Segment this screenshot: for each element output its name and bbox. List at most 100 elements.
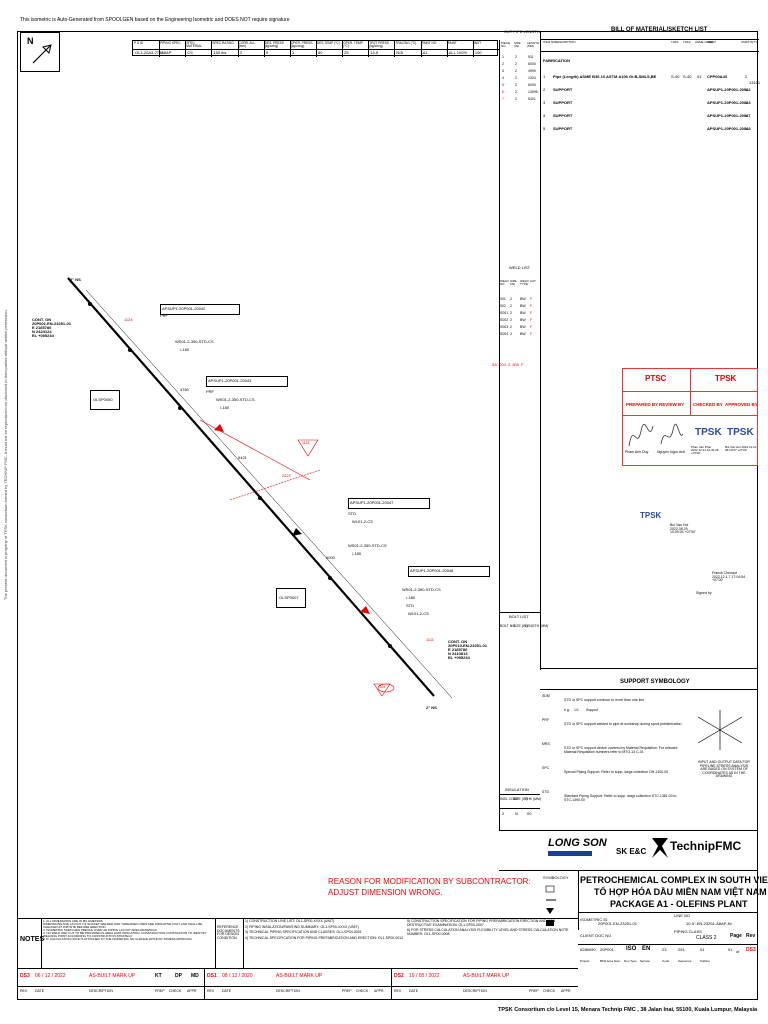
cut-pipe-cell: 3: [502, 69, 504, 73]
ws2: WS01-2-350-STD-CS: [216, 397, 255, 402]
line-table-value: 3: [239, 50, 242, 55]
footer-address: TPSK Consortium c/o Level 15, Menara Tec…: [498, 1007, 758, 1013]
notes-title: NOTES: [20, 936, 45, 943]
bolt-list: BOLT LIST BOLT NO SIZE (IN) LENGTH (MM): [499, 612, 548, 663]
checked-label: CHECKED BY: [693, 402, 723, 407]
bom-qty: 1: [745, 87, 748, 92]
line-no-value: 10-5"-EN-23251-A8AP-NI: [686, 921, 732, 926]
client-doc-label: CLIENT DOC NO: [580, 933, 612, 938]
modification-line2: ADJUST DIMENSION WRONG.: [328, 888, 443, 897]
rev-header: PREP: [155, 989, 165, 993]
bom-ident: APSUP1-20P001-20047: [707, 113, 751, 118]
note-left: DIMENSIONS AND LAYOUT OF SOCKET WELDED A…: [43, 922, 203, 929]
longson-logo-bar: [548, 851, 592, 856]
line-table-value: 9: [265, 50, 268, 55]
sym-text: Standard Piping Support. Refer to supp. …: [564, 794, 677, 802]
doc-no: 0286090: [580, 947, 596, 952]
line-table-header: PIPING SPEC: [160, 41, 181, 45]
weld-cell: BW: [520, 318, 526, 322]
sup1-label: OLSP0050: [93, 397, 113, 402]
rev-header: DATE: [222, 989, 232, 993]
weld-cell: F: [530, 311, 533, 315]
tag4: APSUP1-20P001-20048: [408, 566, 490, 577]
rev-header: DESCRIPTION: [463, 989, 487, 993]
weld-cell: 2: [510, 311, 512, 315]
line-table-value: 100: [474, 50, 482, 55]
rev-sep: [17, 986, 578, 987]
cut-pipe-cell: 2: [515, 83, 517, 87]
line-table-col: [342, 41, 344, 57]
cut-pipe-cell: 511: [528, 55, 534, 59]
line-table-value: A8AP: [161, 50, 172, 55]
bolt-h1: BOLT NO: [500, 624, 516, 628]
line-table-header: PAINT NO: [421, 41, 437, 45]
weld-cell: S004: [500, 332, 509, 336]
iso-id-label: ISOMETRIC ID: [580, 917, 608, 922]
sig2-name: Nguyen Ngoc Anh: [657, 450, 686, 454]
prepared-label: PREPARED BY: [626, 402, 659, 407]
tpsk-label: TPSK: [715, 374, 737, 383]
cut-pipe-header: LENGTH (MM): [527, 41, 540, 48]
ins-h3: THK (MM): [525, 797, 542, 801]
doc-col-label: Sequence: [678, 959, 692, 963]
bom-len: 13101: [749, 80, 761, 85]
cut-pipe-cell: 4: [502, 76, 504, 80]
rev-appr: MD: [191, 973, 199, 979]
rev-header: REV: [207, 989, 215, 993]
w01-2: W101-2-CS: [408, 611, 429, 616]
rev-header: REV: [20, 989, 28, 993]
bom-section: FABRICATION: [543, 58, 571, 63]
weld-header: WELD TYPE: [520, 279, 529, 286]
note-left: 2. ISOMETRIC SKETCHES PREVAIL OVER 2D PI…: [43, 928, 157, 932]
cut-pipe-cell: 6000: [528, 62, 536, 66]
line-table-col: [316, 41, 317, 57]
bom-item-desc: Pipe (Length) ASME B36.10 ASTM A106 Gr.B…: [553, 74, 657, 79]
line-table-col: [237, 41, 239, 57]
project-line1: PETROCHEMICAL COMPLEX IN SOUTH VIETNAM: [580, 875, 768, 885]
rev-header: DATE: [35, 989, 45, 993]
longson-logo: LONG SON: [548, 837, 607, 849]
ins-h1: INSL CODE: [500, 797, 519, 801]
doc-id-block: ISOMETRIC ID 20P001-EN-23251-01 LINE NO …: [578, 912, 758, 972]
weld-extra: 5A 004 2 BW F: [492, 362, 524, 367]
line-no-label: LINE NO: [674, 913, 691, 918]
logos-row: LONG SON SK E&C TechnipFMC: [540, 830, 758, 870]
sup2-box: OLSP0007: [276, 588, 306, 608]
bom-header: ASME CODE: [695, 40, 714, 44]
rev-date: 19 / 05 / 2022: [409, 973, 440, 979]
sym-code: SPC: [542, 766, 550, 770]
line-table-col: [263, 41, 265, 57]
bom-thk1: S-40: [671, 74, 680, 79]
dim-2227: 2227: [282, 473, 291, 478]
val180-1: /-180: [180, 347, 190, 352]
iso-id-value: 20P001-EN-23251-01: [598, 921, 637, 926]
project-line3: PACKAGE A1 - OLEFINS PLANT: [610, 899, 748, 909]
line-table-header: DES TEMP (°C): [317, 41, 340, 45]
cut-pipe-cell: 13099: [528, 90, 538, 94]
sk-logo: SK E&C: [616, 847, 647, 856]
prf2: PRF: [206, 389, 214, 394]
cut-pipe-cell: 2: [515, 55, 517, 59]
line-table-header: INST: [473, 41, 482, 45]
bom-title: BILL OF MATERIAL/SKETCH LIST: [611, 27, 708, 33]
ins-v3: 00: [527, 811, 532, 816]
weld-cell: F: [530, 304, 533, 308]
signed-by: Signed by: [696, 591, 712, 595]
rev-header: DESCRIPTION: [276, 989, 300, 993]
line-table-col: [394, 41, 396, 57]
cut-pipe-cell: 6000: [528, 83, 536, 87]
doc-col-label: Project: [580, 959, 590, 963]
weld-cell: 2: [510, 297, 512, 301]
doc-unit: 20P001: [600, 947, 614, 952]
line-table-value: CS: [187, 50, 193, 55]
rev-header: APPR: [187, 989, 197, 993]
line-table-value: 80: [318, 50, 323, 55]
rev-header: CHECK: [543, 989, 556, 993]
prf1: PRF: [160, 313, 168, 318]
val180-3: /-180: [352, 551, 362, 556]
rev-header: DESCRIPTION: [89, 989, 113, 993]
tag2: APSUP1-20P001-20043: [206, 376, 288, 387]
bom-item-no: 2: [543, 87, 546, 92]
